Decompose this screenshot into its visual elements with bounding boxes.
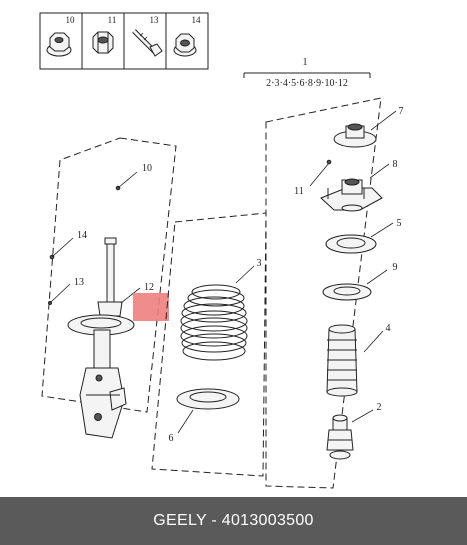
mount-group-outline <box>265 97 382 489</box>
lower-spring-seat <box>176 388 240 410</box>
callout-12: 12 <box>144 282 154 293</box>
callout-10: 10 <box>142 163 152 174</box>
flange-nut-icon <box>46 32 72 57</box>
nut-icon <box>92 31 114 54</box>
top-cap <box>333 123 377 148</box>
callout-11: 11 <box>294 186 304 197</box>
assembly-group-label: 1 2·3·4·5·6·8·9·10·12 <box>243 57 371 89</box>
bump-stop <box>326 414 354 460</box>
callout-4: 4 <box>386 323 391 334</box>
callout-3: 3 <box>257 258 262 269</box>
bolt-icon <box>132 29 163 57</box>
legend-number-14: 14 <box>192 15 202 25</box>
callout-13: 13 <box>74 277 84 288</box>
part-number-footer: GEELY - 4013003500 <box>0 497 467 545</box>
fastener-legend: 10 11 13 14 <box>39 12 209 70</box>
upper-spring-seat <box>322 283 372 301</box>
group-number: 1 <box>303 57 308 68</box>
coil-spring <box>180 284 248 361</box>
footer-text: GEELY - 4013003500 <box>153 512 314 529</box>
callout-6: 6 <box>169 433 174 444</box>
top-mount <box>320 178 383 212</box>
callout-8: 8 <box>393 159 398 170</box>
highlight-marker <box>133 293 169 321</box>
exploded-parts-diagram: 10 11 13 14 <box>39 12 404 489</box>
callout-7: 7 <box>399 106 404 117</box>
lock-nut-icon <box>173 33 197 57</box>
legend-number-10: 10 <box>66 15 76 25</box>
callout-14: 14 <box>77 230 87 241</box>
legend-number-11: 11 <box>108 15 117 25</box>
dust-boot <box>326 324 358 397</box>
callout-2: 2 <box>377 402 382 413</box>
spring-group-outline <box>151 212 267 477</box>
strut-bearing <box>325 234 377 254</box>
shock-absorber-strut <box>67 237 135 439</box>
legend-number-13: 13 <box>150 15 160 25</box>
callout-9: 9 <box>393 262 398 273</box>
group-members: 2·3·4·5·6·8·9·10·12 <box>266 78 348 89</box>
callout-5: 5 <box>397 218 402 229</box>
